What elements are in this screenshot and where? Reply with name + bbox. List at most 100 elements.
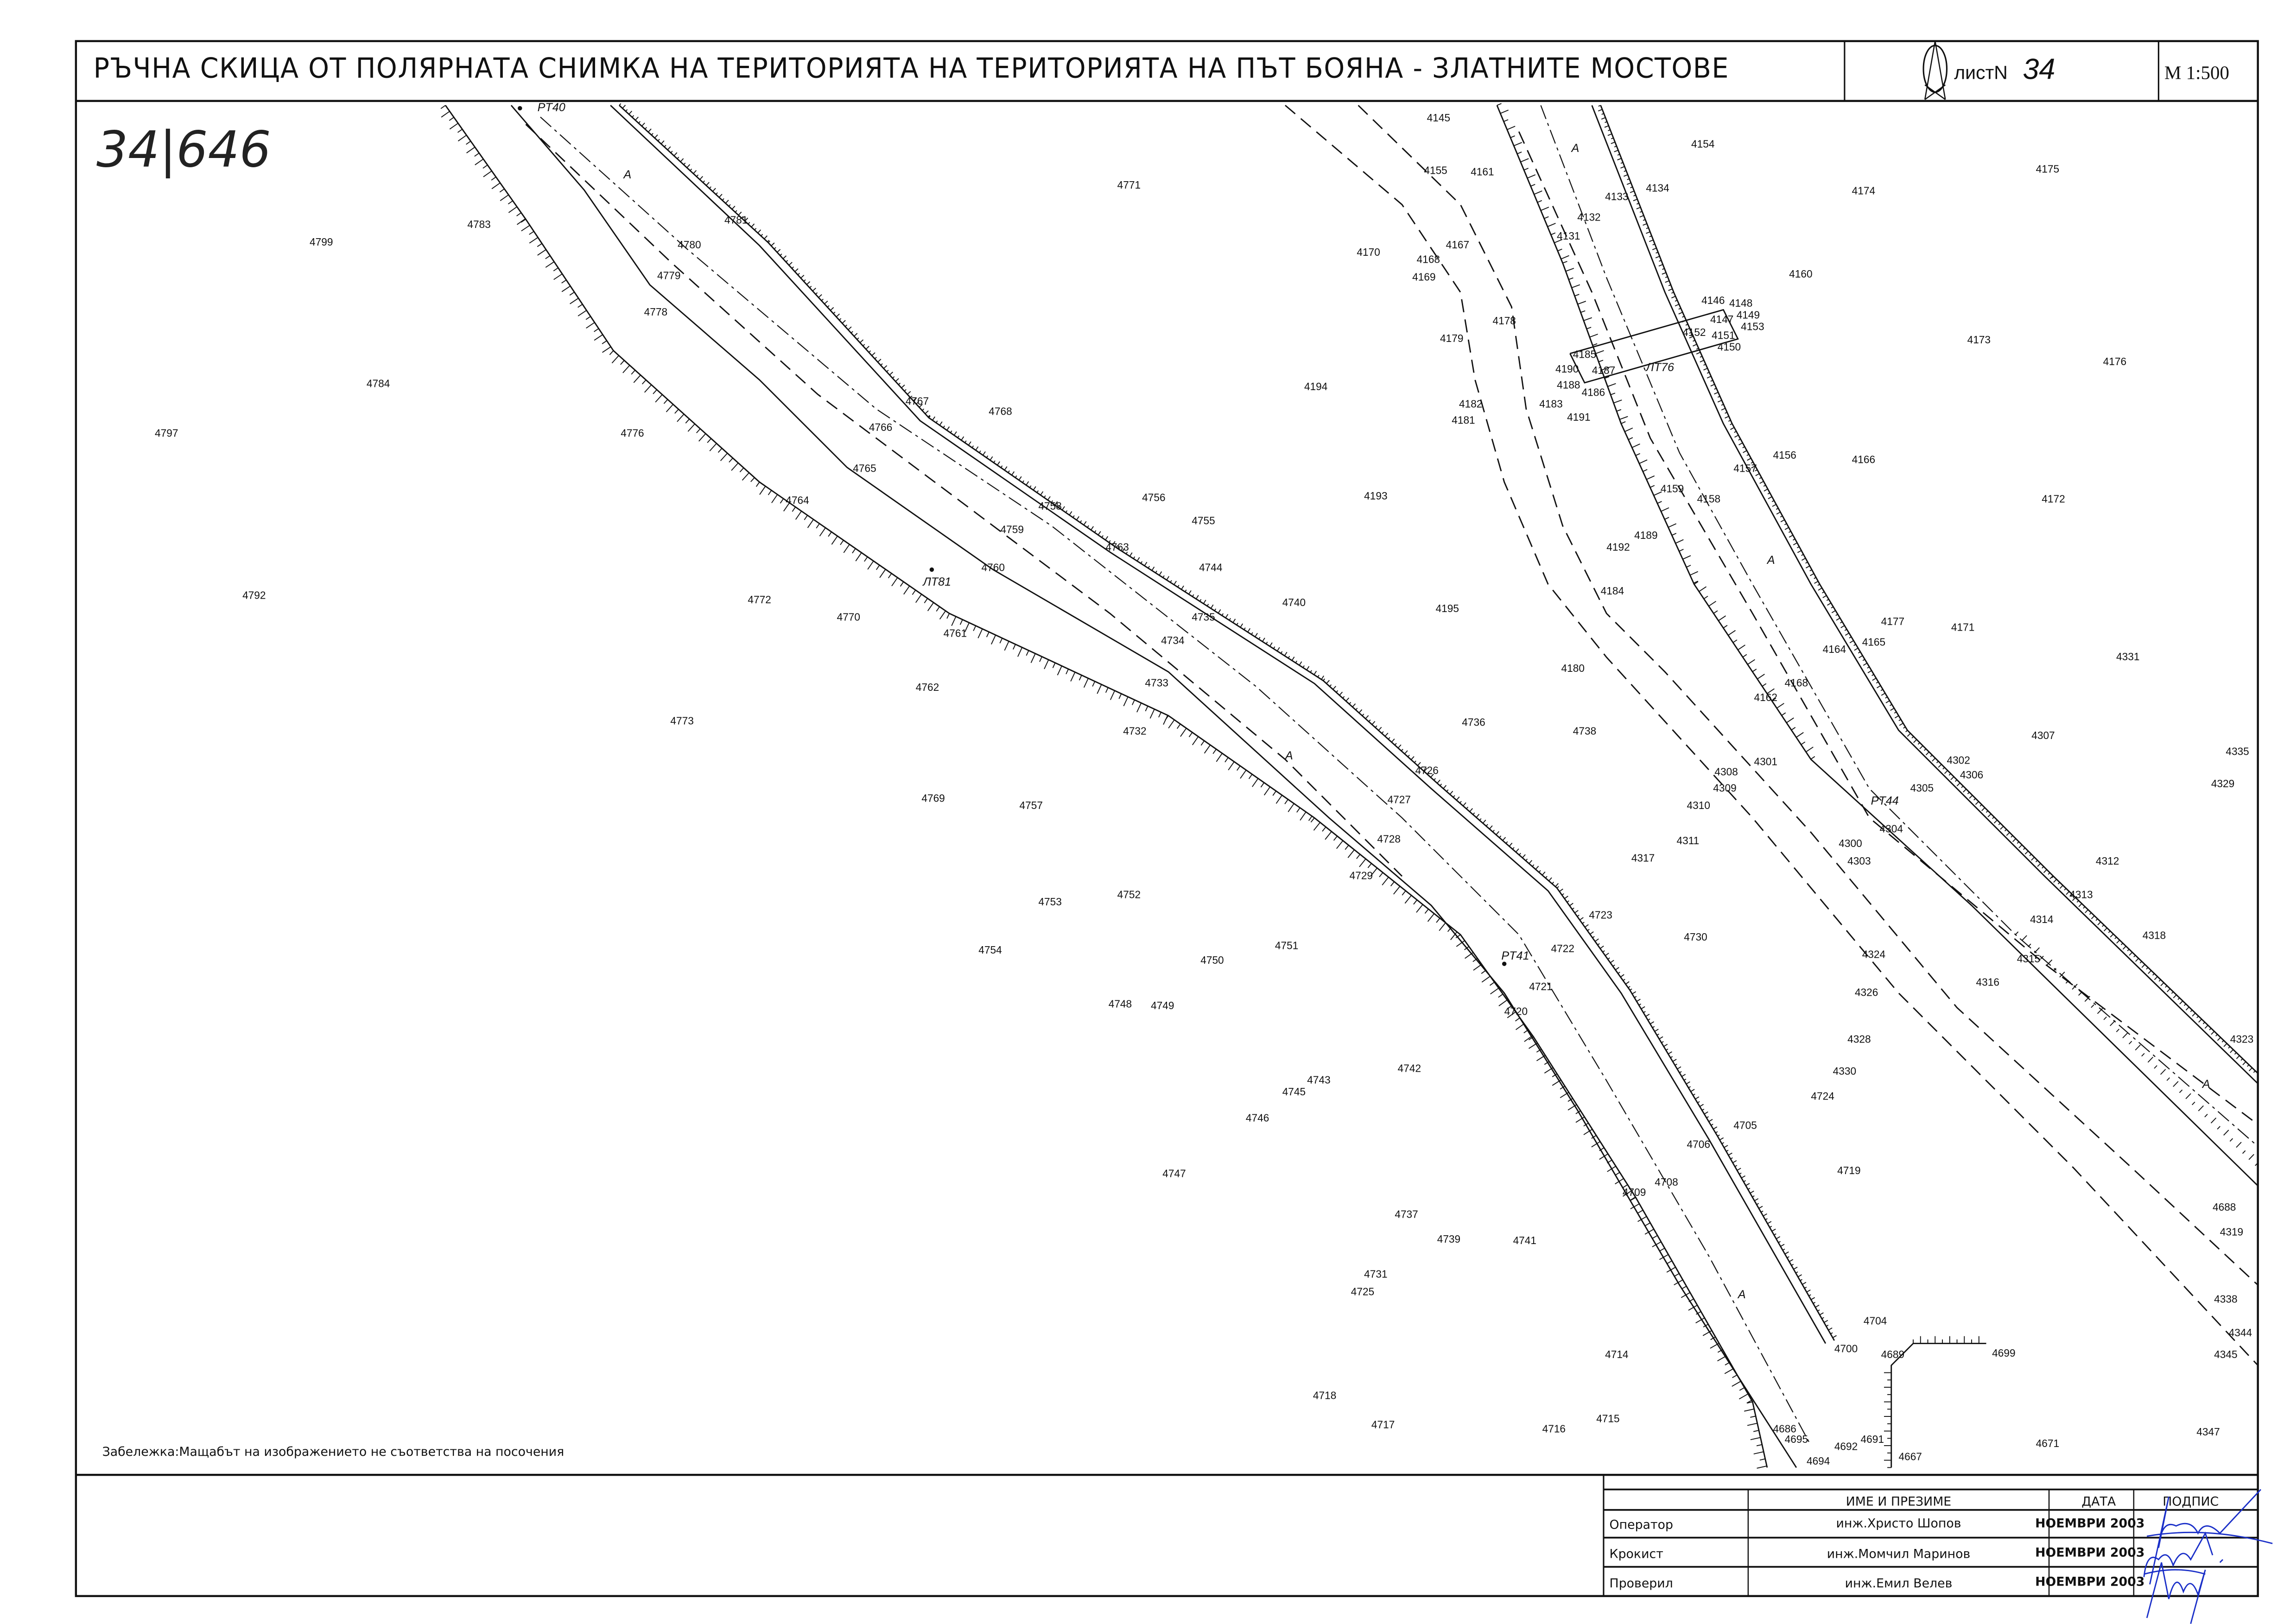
hatch-tick — [1654, 1029, 1659, 1032]
hatch-tick — [2202, 1022, 2205, 1024]
hatch-tick — [1535, 866, 1539, 870]
hatch-tick — [1214, 608, 1217, 611]
survey-point-label: 4307 — [2031, 729, 2055, 741]
road-right-edge-b — [619, 105, 1835, 1341]
hatch-tick — [1192, 736, 1199, 746]
hatch-tick — [1732, 1160, 1737, 1163]
hatch-tick — [1621, 421, 1626, 424]
hatch-tick — [1801, 554, 1804, 556]
hatch-tick — [1506, 1005, 1512, 1010]
hatch-tick — [1659, 1254, 1669, 1260]
hatch-tick — [1575, 1110, 1581, 1114]
hatch-tick — [1675, 1063, 1677, 1066]
hatch-tick — [1810, 756, 1815, 760]
hatch-tick — [1362, 714, 1364, 716]
road2-dashed-edge — [1518, 131, 2258, 1125]
hatch-tick — [863, 344, 865, 347]
hatch-tick — [1717, 1355, 1727, 1362]
hatch-tick — [1802, 1282, 1807, 1285]
hatch-tick — [1646, 227, 1649, 229]
hatch-tick — [2129, 952, 2133, 956]
survey-point-label: 4172 — [2042, 493, 2065, 505]
survey-point-label: 4159 — [1661, 482, 1684, 494]
hatch-tick — [2173, 1081, 2179, 1087]
survey-point-label: 4177 — [1881, 615, 1904, 627]
hatch-tick — [1325, 831, 1332, 840]
hatch-tick — [620, 360, 625, 365]
hatch-tick — [1140, 561, 1143, 564]
survey-point-label: 4754 — [978, 944, 1002, 956]
hatch-tick — [877, 359, 882, 363]
hatch-tick — [706, 182, 710, 186]
hatch-tick — [1076, 516, 1079, 520]
hatch-tick — [1308, 815, 1313, 821]
hatch-tick — [1296, 807, 1300, 813]
hatch-tick — [2236, 1142, 2242, 1148]
hatch-tick — [1853, 644, 1856, 646]
hatch-tick — [1567, 900, 1569, 903]
hatch-tick — [1944, 770, 1948, 774]
station-lt76: ЛТ76 — [1645, 361, 1675, 374]
hatch-tick — [1496, 831, 1499, 835]
hatch-tick — [1323, 678, 1326, 681]
survey-point-label: 4308 — [1714, 766, 1738, 778]
hatch-tick — [738, 211, 742, 216]
hatch-tick — [971, 445, 974, 448]
hatch-tick — [1719, 1137, 1724, 1141]
hatch-tick — [1424, 768, 1427, 772]
date-checker: НОЕМВРИ 2003 — [2035, 1575, 2144, 1589]
hatch-tick — [725, 200, 729, 204]
survey-point-label: 4768 — [989, 405, 1012, 417]
hatch-tick — [1708, 1118, 1713, 1122]
survey-point-label: 4160 — [1789, 268, 1812, 280]
hatch-tick — [1616, 409, 1622, 412]
survey-point-label: 4185 — [1573, 348, 1596, 360]
hatch-tick — [449, 117, 454, 121]
hatch-tick — [1000, 465, 1003, 468]
hatch-tick — [507, 200, 513, 205]
hatch-tick — [1903, 727, 1906, 729]
hatch-tick — [1750, 1437, 1761, 1441]
hatch-tick — [1993, 820, 1998, 824]
hatch-tick — [1637, 1209, 1643, 1213]
hatch-tick — [1714, 388, 1717, 390]
hatch-tick — [1591, 1135, 1597, 1139]
hatch-tick — [1375, 725, 1377, 728]
hatch-tick — [1665, 280, 1669, 283]
hatch-tick — [768, 240, 770, 243]
hatch-tick — [892, 376, 895, 379]
survey-point-label: 4767 — [906, 395, 929, 407]
hatch-tick — [1682, 316, 1685, 318]
hatch-tick — [1512, 847, 1515, 850]
hatch-tick — [1786, 717, 1794, 723]
hatch-tick — [1711, 1124, 1713, 1126]
hatch-tick — [1649, 1021, 1655, 1024]
hatch-tick — [1782, 1248, 1785, 1251]
hatch-tick — [1022, 480, 1024, 483]
hatch-tick — [2177, 997, 2180, 1000]
hatch-tick — [807, 519, 814, 528]
hatch-tick — [1671, 533, 1677, 536]
survey-point-label: 4688 — [2213, 1201, 2236, 1213]
hatch-tick — [1394, 743, 1397, 746]
hatch-tick — [836, 313, 840, 317]
survey-point-label: 4170 — [1357, 246, 1380, 258]
hatch-tick — [1522, 854, 1526, 859]
hatch-tick — [632, 115, 634, 118]
hatch-tick — [1725, 411, 1727, 414]
hatch-tick — [728, 204, 731, 207]
hatch-tick — [1192, 594, 1194, 597]
hatch-tick — [1831, 610, 1836, 613]
survey-point-label: 4302 — [1947, 754, 1970, 766]
hatch-tick — [1763, 1213, 1767, 1217]
hatch-tick — [2179, 1000, 2183, 1005]
hatch-tick — [1661, 507, 1669, 512]
hatch-tick — [1284, 651, 1288, 656]
hatch-tick — [1667, 1260, 1672, 1264]
survey-point-label: 4745 — [1282, 1086, 1306, 1098]
hatch-tick — [1221, 613, 1224, 616]
hatch-tick — [1710, 379, 1713, 382]
hatch-tick — [1166, 576, 1170, 581]
hatch-tick — [1339, 691, 1343, 696]
hatch-tick — [1863, 663, 1867, 666]
